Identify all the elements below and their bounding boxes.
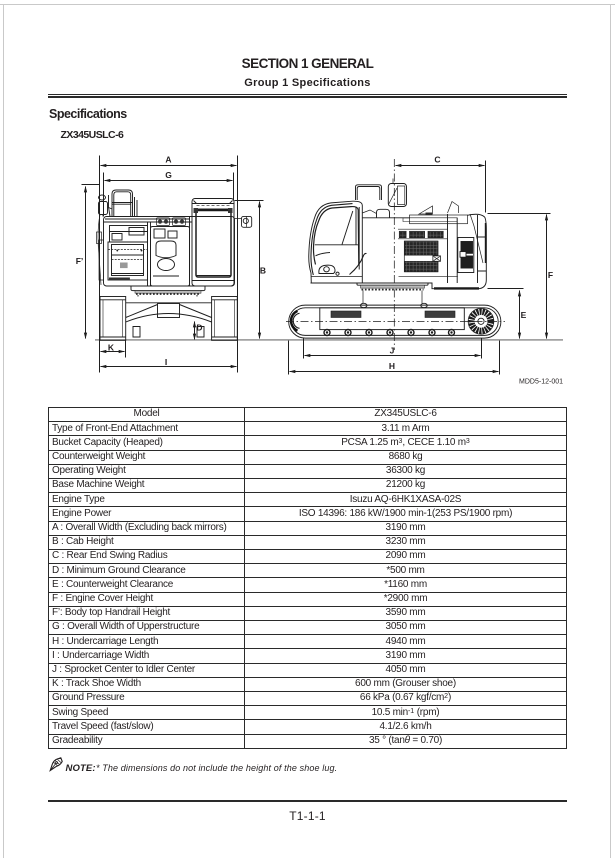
svg-text:B: B [260,266,266,276]
svg-text:H: H [389,361,395,371]
svg-text:I: I [165,357,167,367]
svg-text:E: E [521,310,527,320]
svg-text:F’: F’ [76,256,84,266]
svg-text:MDD5-12-001: MDD5-12-001 [519,379,563,386]
svg-text:C: C [434,155,440,165]
svg-text:G: G [165,170,172,180]
svg-text:A: A [165,155,171,165]
svg-text:F: F [548,270,553,280]
svg-text:K: K [108,343,115,353]
svg-text:D: D [196,323,202,333]
svg-text:J: J [390,346,395,356]
